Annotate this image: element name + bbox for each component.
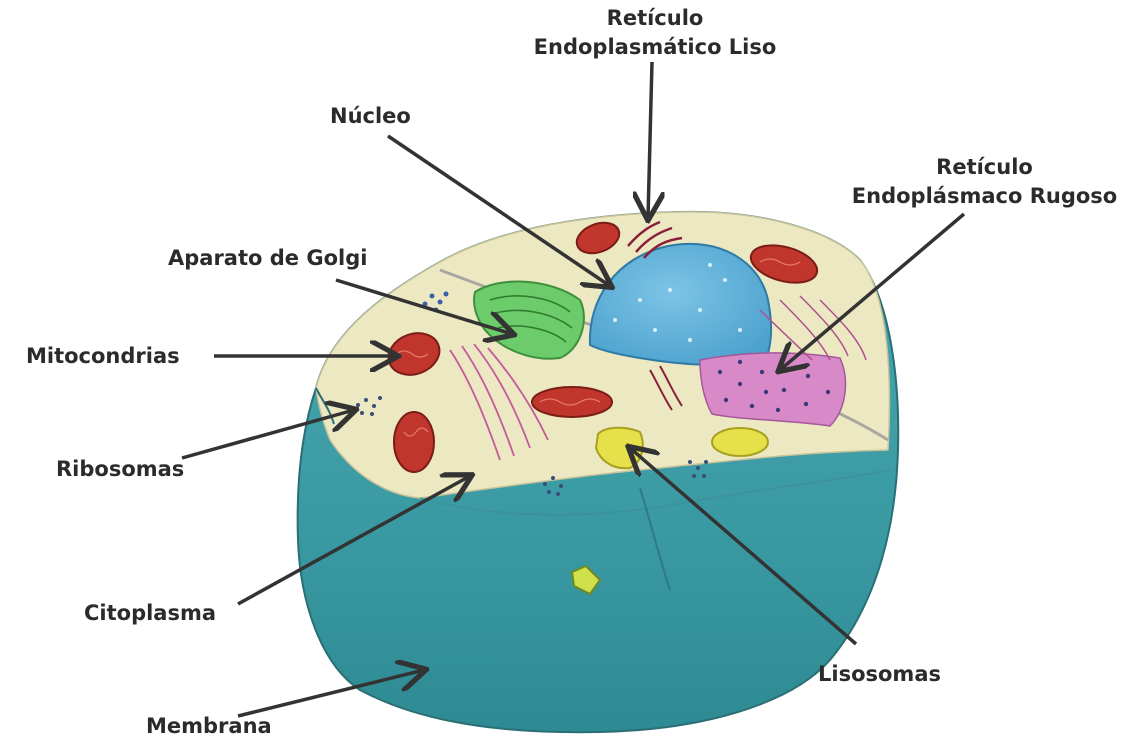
label-membrana: Membrana (146, 712, 272, 741)
label-citoplasma-text: Citoplasma (84, 599, 216, 628)
label-citoplasma: Citoplasma (84, 599, 216, 628)
label-lisosomas: Lisosomas (818, 660, 941, 689)
label-lisosomas-text: Lisosomas (818, 660, 941, 689)
label-membrana-text: Membrana (146, 712, 272, 741)
label-reticulo-rugoso-line2: Endoplásmaco Rugoso (832, 182, 1137, 211)
label-nucleo: Núcleo (330, 102, 411, 131)
label-reticulo-liso-line1: Retículo (520, 4, 790, 33)
label-mitocondrias: Mitocondrias (26, 342, 180, 371)
label-ribosomas-text: Ribosomas (56, 455, 184, 484)
label-mitocondrias-text: Mitocondrias (26, 342, 180, 371)
label-nucleo-text: Núcleo (330, 102, 411, 131)
label-ribosomas: Ribosomas (56, 455, 184, 484)
label-reticulo-liso-line2: Endoplasmático Liso (520, 33, 790, 62)
label-reticulo-rugoso: Retículo Endoplásmaco Rugoso (832, 153, 1137, 211)
label-reticulo-liso: Retículo Endoplasmático Liso (520, 4, 790, 62)
label-golgi-text: Aparato de Golgi (168, 244, 367, 273)
label-golgi: Aparato de Golgi (168, 244, 367, 273)
pointer-ser (648, 62, 652, 218)
label-reticulo-rugoso-line1: Retículo (832, 153, 1137, 182)
